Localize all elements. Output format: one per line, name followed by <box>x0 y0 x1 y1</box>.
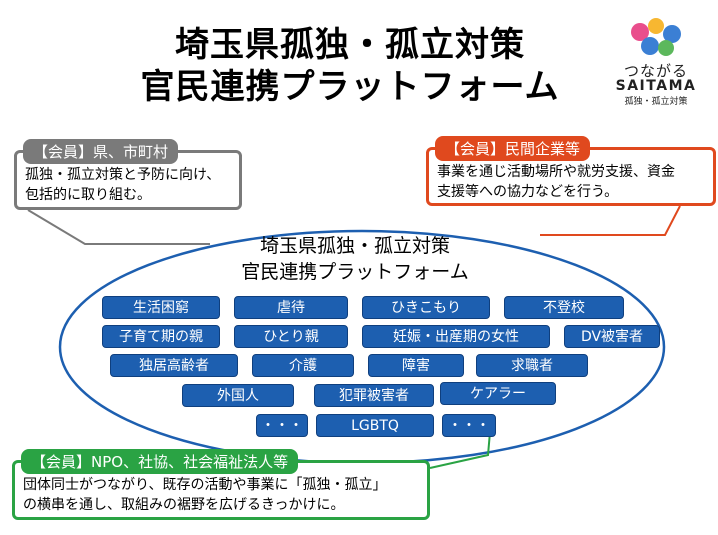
tag-pregnant-women: 妊娠・出産期の女性 <box>362 325 550 348</box>
platform-title: 埼玉県孤独・孤立対策 官民連携プラットフォーム <box>180 233 530 285</box>
member-heading-prefecture: 【会員】県、市町村 <box>23 139 179 164</box>
tag-elderly-alone: 独居高齢者 <box>110 354 238 377</box>
tag-carers: ケアラー <box>440 382 556 405</box>
page-title: 埼玉県孤独・孤立対策 官民連携プラットフォーム <box>100 24 600 108</box>
tsunagaru-saitama-logo: つながる SAITAMA 孤独・孤立対策 <box>604 16 708 107</box>
tag-truancy: 不登校 <box>504 296 624 319</box>
tag-poverty: 生活困窮 <box>102 296 220 319</box>
platform-title-line-2: 官民連携プラットフォーム <box>241 261 469 283</box>
tag-lgbtq: LGBTQ <box>316 414 434 437</box>
tag-ellipsis-right: ・・・ <box>442 414 496 437</box>
tag-foreigners: 外国人 <box>182 384 294 407</box>
connector-private <box>540 205 681 236</box>
tag-hikikomori: ひきこもり <box>362 296 490 319</box>
logo-dots-icon <box>631 18 681 56</box>
member-body-line: 孤独・孤立対策と予防に向け、 <box>25 167 221 183</box>
tag-single-parent: ひとり親 <box>234 325 348 348</box>
member-body-line: 団体同士がつながり、既存の活動や事業に「孤独・孤立」 <box>23 477 387 493</box>
tag-disability: 障害 <box>368 354 464 377</box>
logo-jp-text: つながる <box>623 62 688 80</box>
tag-nursing-care: 介護 <box>252 354 354 377</box>
tag-crime-victims: 犯罪被害者 <box>314 384 434 407</box>
logo-en-text: SAITAMA <box>615 78 697 94</box>
tag-job-seekers: 求職者 <box>476 354 588 377</box>
title-line-2: 官民連携プラットフォーム <box>140 67 560 107</box>
tag-abuse: 虐待 <box>234 296 348 319</box>
connector-prefecture <box>27 209 210 245</box>
tag-ellipsis-left: ・・・ <box>256 414 308 437</box>
member-body-prefecture: 孤独・孤立対策と予防に向け、 包括的に取り組む。 <box>25 165 233 205</box>
member-box-prefecture: 【会員】県、市町村 孤独・孤立対策と予防に向け、 包括的に取り組む。 <box>14 139 242 210</box>
member-body-line: 支援等への協力などを行う。 <box>437 184 619 200</box>
member-heading-npo: 【会員】NPO、社協、社会福祉法人等 <box>21 449 299 474</box>
member-body-private: 事業を通じ活動場所や就労支援、資金 支援等への協力などを行う。 <box>437 162 707 202</box>
platform-title-line-1: 埼玉県孤独・孤立対策 <box>259 235 450 257</box>
member-body-line: 事業を通じ活動場所や就労支援、資金 <box>437 164 675 180</box>
member-body-line: の横串を通し、取組みの裾野を広げるきっかけに。 <box>23 497 345 513</box>
title-line-1: 埼玉県孤独・孤立対策 <box>175 25 525 65</box>
tag-dv-victims: DV被害者 <box>564 325 660 348</box>
member-box-private: 【会員】民間企業等 事業を通じ活動場所や就労支援、資金 支援等への協力などを行う… <box>426 136 716 206</box>
connector-npo <box>429 431 491 469</box>
tag-parenting: 子育て期の親 <box>102 325 220 348</box>
member-heading-private: 【会員】民間企業等 <box>435 136 591 161</box>
logo-sub-text: 孤独・孤立対策 <box>624 97 688 107</box>
member-body-line: 包括的に取り組む。 <box>25 187 151 203</box>
member-body-npo: 団体同士がつながり、既存の活動や事業に「孤独・孤立」 の横串を通し、取組みの裾野… <box>23 475 421 515</box>
member-box-npo: 【会員】NPO、社協、社会福祉法人等 団体同士がつながり、既存の活動や事業に「孤… <box>12 449 430 520</box>
